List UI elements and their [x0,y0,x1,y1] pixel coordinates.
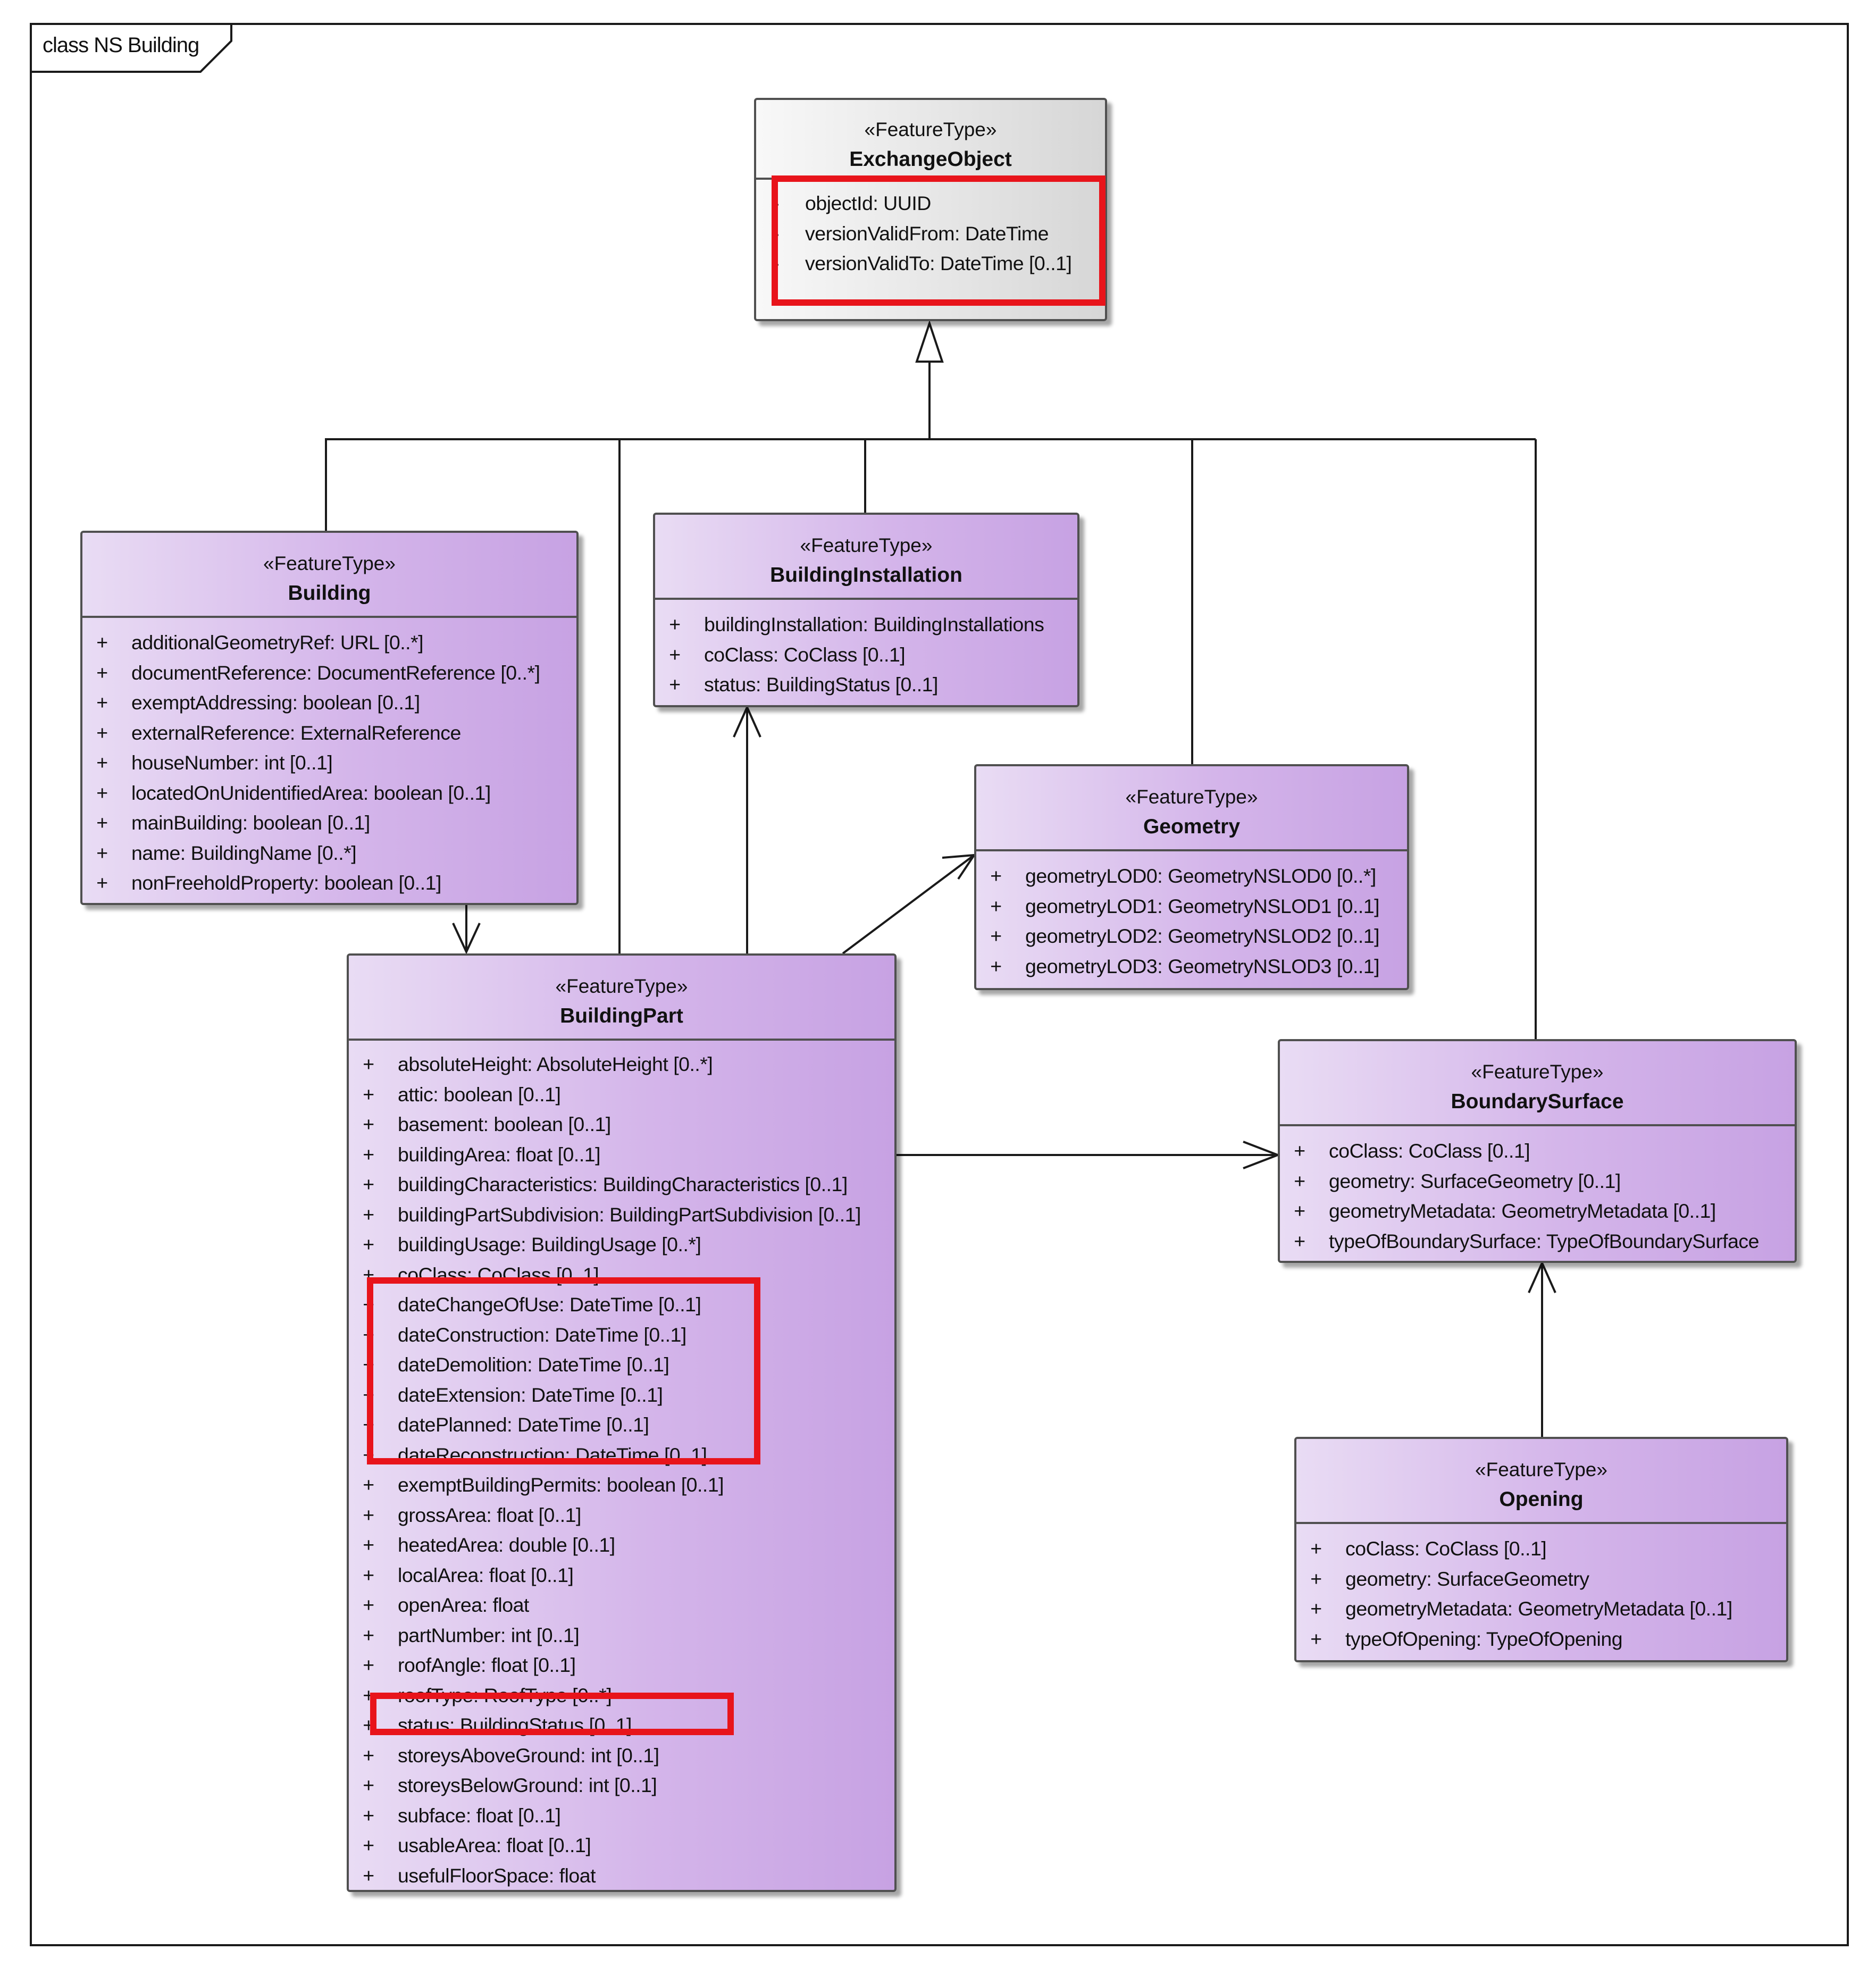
association-arrowhead-installation [733,705,761,738]
class-opening[interactable]: «FeatureType» Opening +coClass: CoClass … [1294,1437,1788,1662]
attribute-list: +buildingInstallation: BuildingInstallat… [655,600,1077,700]
attribute-row[interactable]: +buildingArea: float [0..1] [363,1143,601,1166]
attribute-row[interactable]: +geometry: SurfaceGeometry [1310,1567,1589,1590]
attribute-list: +additionalGeometryRef: URL [0..*] +docu… [82,618,576,898]
class-name: Building [288,582,371,605]
attribute-row[interactable]: +roofAngle: float [0..1] [363,1654,576,1676]
attribute-row[interactable]: +buildingUsage: BuildingUsage [0..*] [363,1233,701,1255]
attribute-row[interactable]: +geometryLOD0: GeometryNSLOD0 [0..*] [990,865,1376,887]
attribute-row[interactable]: +usefulFloorSpace: float [363,1864,596,1887]
class-name: Geometry [1143,815,1241,838]
attribute-row[interactable]: +basement: boolean [0..1] [363,1113,611,1135]
stereotype-label: «FeatureType» [1471,1061,1604,1083]
attribute-list: -objectId: UUID -versionValidFrom: DateT… [756,180,1105,279]
attribute-row[interactable]: +exemptAddressing: boolean [0..1] [96,691,420,714]
attribute-row[interactable]: +partNumber: int [0..1] [363,1623,580,1646]
attribute-row[interactable]: +geometry: SurfaceGeometry [0..1] [1294,1169,1621,1192]
attribute-row[interactable]: +buildingInstallation: BuildingInstallat… [669,613,1044,635]
class-building-installation[interactable]: «FeatureType» BuildingInstallation +buil… [653,513,1079,707]
association-arrowhead-opening [1528,1260,1556,1293]
class-name: BuildingPart [560,1005,683,1027]
attribute-row[interactable]: +documentReference: DocumentReference [0… [96,661,540,684]
class-name: ExchangeObject [849,148,1012,171]
class-header: «FeatureType» BuildingInstallation [655,515,1077,600]
class-header: «FeatureType» ExchangeObject [756,100,1105,180]
attribute-row[interactable]: +geometryMetadata: GeometryMetadata [0..… [1310,1597,1732,1620]
association-buildingpart-to-geometry [842,854,975,955]
stereotype-label: «FeatureType» [263,553,396,574]
attribute-list: +coClass: CoClass [0..1] +geometry: Surf… [1296,1524,1786,1654]
stereotype-label: «FeatureType» [1475,1459,1607,1480]
attribute-list: +absoluteHeight: AbsoluteHeight [0..*] +… [349,1041,894,1890]
attribute-row[interactable]: -versionValidFrom: DateTime [773,222,1049,245]
class-name: BuildingInstallation [770,564,962,587]
class-header: «FeatureType» BoundarySurface [1280,1041,1795,1126]
stereotype-label: «FeatureType» [555,975,688,997]
stereotype-label: «FeatureType» [864,119,997,140]
class-header: «FeatureType» Opening [1296,1439,1786,1524]
attribute-row[interactable]: +datePlanned: DateTime [0..1] [363,1413,649,1436]
attribute-list: +geometryLOD0: GeometryNSLOD0 [0..*] +ge… [976,851,1407,981]
attribute-row[interactable]: +buildingPartSubdivision: BuildingPartSu… [363,1203,861,1226]
highlight-box-date-attributes [367,1277,760,1464]
attribute-row[interactable]: +buildingCharacteristics: BuildingCharac… [363,1173,848,1195]
class-building-part[interactable]: «FeatureType» BuildingPart +absoluteHeig… [347,953,897,1892]
attribute-row[interactable]: +geometryLOD1: GeometryNSLOD1 [0..1] [990,894,1380,917]
attribute-row[interactable]: +storeysAboveGround: int [0..1] [363,1744,659,1767]
highlight-box-exchange-object-attributes [772,175,1106,306]
attribute-row[interactable]: +name: BuildingName [0..*] [96,841,357,864]
diagram-frame-label: class NS Building [43,34,199,57]
attribute-row[interactable]: +houseNumber: int [0..1] [96,751,333,774]
attribute-row[interactable]: +storeysBelowGround: int [0..1] [363,1774,657,1796]
class-header: «FeatureType» Building [82,533,576,618]
attribute-row[interactable]: +geometryLOD3: GeometryNSLOD3 [0..1] [990,955,1380,977]
attribute-row[interactable]: +usableArea: float [0..1] [363,1834,591,1856]
generalization-arrowhead [915,320,944,363]
attribute-row[interactable]: +dateDemolition: DateTime [0..1] [363,1353,669,1376]
class-header: «FeatureType» Geometry [976,766,1407,851]
attribute-row[interactable]: +coClass: CoClass [0..1] [1310,1537,1547,1560]
attribute-row[interactable]: +typeOfOpening: TypeOfOpening [1310,1627,1623,1650]
class-name: Opening [1499,1488,1584,1511]
association-arrowhead-buildingpart [452,923,481,955]
attribute-row[interactable]: +absoluteHeight: AbsoluteHeight [0..*] [363,1053,713,1075]
class-name: BoundarySurface [1451,1090,1624,1113]
attribute-row[interactable]: +openArea: float [363,1594,529,1616]
attribute-list: +coClass: CoClass [0..1] +geometry: Surf… [1280,1126,1795,1256]
attribute-row[interactable]: +nonFreeholdProperty: boolean [0..1] [96,872,441,894]
stereotype-label: «FeatureType» [1125,786,1258,808]
attribute-row[interactable]: +coClass: CoClass [0..1] [1294,1140,1530,1162]
attribute-row[interactable]: +geometryLOD2: GeometryNSLOD2 [0..1] [990,925,1380,947]
attribute-row[interactable]: +additionalGeometryRef: URL [0..*] [96,631,424,654]
attribute-row[interactable]: +coClass: CoClass [0..1] [669,643,906,666]
class-building[interactable]: «FeatureType» Building +additionalGeomet… [80,531,579,905]
attribute-row[interactable]: +subface: float [0..1] [363,1804,561,1827]
frame-label-tab [31,24,232,73]
attribute-row[interactable]: +localArea: float [0..1] [363,1563,574,1586]
attribute-row[interactable]: +externalReference: ExternalReference [96,721,461,744]
attribute-row[interactable]: +geometryMetadata: GeometryMetadata [0..… [1294,1200,1716,1222]
attribute-row[interactable]: +mainBuilding: boolean [0..1] [96,811,370,834]
class-geometry[interactable]: «FeatureType» Geometry +geometryLOD0: Ge… [974,764,1409,990]
attribute-row[interactable]: +status: BuildingStatus [0..1] [669,673,938,696]
generalization-line-building [325,438,1536,531]
attribute-row[interactable]: +grossArea: float [0..1] [363,1503,581,1526]
highlight-box-status-attribute [370,1693,734,1735]
attribute-row[interactable]: +locatedOnUnidentifiedArea: boolean [0..… [96,781,491,804]
attribute-row[interactable]: +dateChangeOfUse: DateTime [0..1] [363,1293,701,1316]
attribute-row[interactable]: +typeOfBoundarySurface: TypeOfBoundarySu… [1294,1229,1760,1252]
attribute-row[interactable]: +heatedArea: double [0..1] [363,1534,615,1556]
diagram-frame [30,23,1849,1946]
class-boundary-surface[interactable]: «FeatureType» BoundarySurface +coClass: … [1278,1039,1797,1263]
class-header: «FeatureType» BuildingPart [349,956,894,1041]
stereotype-label: «FeatureType» [800,534,933,556]
attribute-row[interactable]: +attic: boolean [0..1] [363,1083,561,1106]
attribute-row[interactable]: +exemptBuildingPermits: boolean [0..1] [363,1474,724,1496]
